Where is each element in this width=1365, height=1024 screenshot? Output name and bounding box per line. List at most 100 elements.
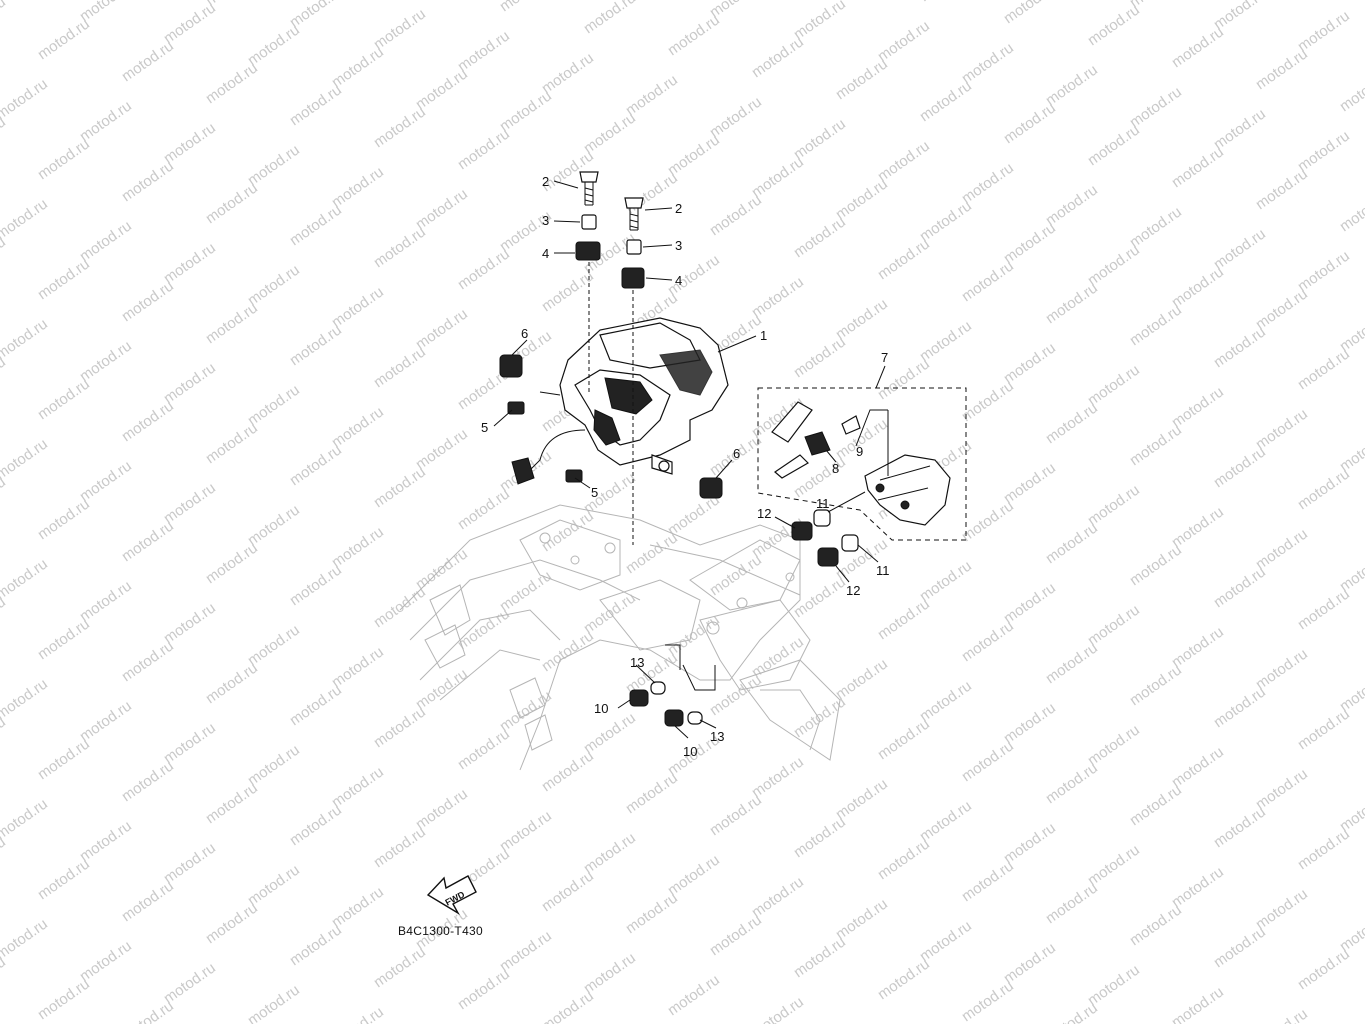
- watermark-text: motod.ru: [371, 463, 429, 511]
- watermark-text: motod.ru: [917, 0, 975, 5]
- watermark-text: motod.ru: [287, 441, 345, 489]
- callout-4a: 4: [542, 246, 549, 261]
- watermark-text: motod.ru: [413, 305, 471, 353]
- watermark-text: motod.ru: [581, 709, 639, 757]
- watermark-text: motod.ru: [749, 33, 807, 81]
- watermark-text: motod.ru: [917, 197, 975, 245]
- watermark-text: motod.ru: [1337, 67, 1365, 115]
- watermark-text: motod.ru: [161, 599, 219, 647]
- watermark-text: motod.ru: [35, 855, 93, 903]
- watermark-text: motod.ru: [119, 277, 177, 325]
- watermark-text: motod.ru: [539, 627, 597, 675]
- watermark-text: motod.ru: [1253, 405, 1311, 453]
- watermark-text: motod.ru: [959, 39, 1017, 87]
- watermark-text: motod.ru: [119, 637, 177, 685]
- watermark-text: motod.ru: [35, 255, 93, 303]
- watermark-text: motod.ru: [161, 239, 219, 287]
- watermark-text: motod.ru: [245, 861, 303, 909]
- watermark-text: motod.ru: [287, 561, 345, 609]
- watermark-text: motod.ru: [875, 595, 933, 643]
- watermark-text: motod.ru: [203, 899, 261, 947]
- watermark-text: motod.ru: [791, 933, 849, 981]
- watermark-text: motod.ru: [1001, 459, 1059, 507]
- watermark-text: motod.ru: [161, 719, 219, 767]
- watermark-text: motod.ru: [1211, 923, 1269, 971]
- watermark-text: motod.ru: [539, 267, 597, 315]
- watermark-text: motod.ru: [1211, 563, 1269, 611]
- watermark-text: motod.ru: [959, 617, 1017, 665]
- watermark-text: motod.ru: [77, 697, 135, 745]
- watermark-text: motod.ru: [0, 915, 51, 963]
- watermark-text: motod.ru: [1127, 901, 1185, 949]
- watermark-text: motod.ru: [0, 315, 51, 363]
- watermark-text: motod.ru: [1169, 23, 1227, 71]
- watermark-text: motod.ru: [1253, 45, 1311, 93]
- watermark-text: motod.ru: [287, 921, 345, 969]
- watermark-text: motod.ru: [665, 491, 723, 539]
- watermark-text: motod.ru: [1337, 187, 1365, 235]
- watermark-text: motod.ru: [77, 937, 135, 985]
- watermark-text: motod.ru: [917, 557, 975, 605]
- watermark-text: motod.ru: [119, 37, 177, 85]
- watermark-text: motod.ru: [77, 217, 135, 265]
- watermark-text: motod.ru: [119, 997, 177, 1024]
- callout-10b: 10: [683, 744, 697, 759]
- watermark-text: motod.ru: [875, 17, 933, 65]
- watermark-text: motod.ru: [497, 807, 555, 855]
- watermark-text: motod.ru: [623, 71, 681, 119]
- watermark-text: motod.ru: [1211, 105, 1269, 153]
- callout-12a: 12: [757, 506, 771, 521]
- watermark-text: motod.ru: [1001, 819, 1059, 867]
- watermark-text: motod.ru: [1001, 0, 1059, 27]
- callout-11b: 11: [876, 563, 890, 578]
- watermark-text: motod.ru: [35, 975, 93, 1023]
- watermark-text: motod.ru: [329, 643, 387, 691]
- turn-signal-assembly: [757, 387, 967, 541]
- watermark-text: motod.ru: [1211, 225, 1269, 273]
- watermark-text: motod.ru: [245, 381, 303, 429]
- watermark-text: motod.ru: [1043, 181, 1101, 229]
- watermark-text: motod.ru: [1043, 639, 1101, 687]
- watermark-text: motod.ru: [665, 11, 723, 59]
- watermark-text: motod.ru: [0, 0, 9, 41]
- watermark-text: motod.ru: [1253, 165, 1311, 213]
- watermark-text: motod.ru: [203, 539, 261, 587]
- watermark-text: motod.ru: [1253, 645, 1311, 693]
- watermark-text: motod.ru: [1085, 841, 1143, 889]
- watermark-text: motod.ru: [1127, 421, 1185, 469]
- watermark-text: motod.ru: [1043, 519, 1101, 567]
- watermark-text: motod.ru: [455, 485, 513, 533]
- watermark-text: motod.ru: [161, 959, 219, 1007]
- watermark-text: motod.ru: [1001, 699, 1059, 747]
- watermark-text: motod.ru: [413, 425, 471, 473]
- watermark-text: motod.ru: [455, 725, 513, 773]
- watermark-text: motod.ru: [329, 43, 387, 91]
- watermark-text: motod.ru: [287, 801, 345, 849]
- watermark-text: motod.ru: [1085, 1, 1143, 49]
- watermark-text: motod.ru: [1001, 219, 1059, 267]
- watermark-text: motod.ru: [245, 501, 303, 549]
- watermark-text: motod.ru: [329, 163, 387, 211]
- watermark-text: motod.ru: [707, 93, 765, 141]
- watermark-text: motod.ru: [329, 1003, 387, 1024]
- watermark-text: motod.ru: [1043, 999, 1101, 1024]
- watermark-text: motod.ru: [833, 895, 891, 943]
- callout-10a: 10: [594, 701, 608, 716]
- watermark-text: motod.ru: [875, 137, 933, 185]
- watermark-text: motod.ru: [1253, 285, 1311, 333]
- watermark-text: motod.ru: [1001, 939, 1059, 987]
- watermark-text: motod.ru: [245, 141, 303, 189]
- watermark-text: motod.ru: [203, 59, 261, 107]
- watermark-text: motod.ru: [119, 877, 177, 925]
- watermark-text: motod.ru: [497, 927, 555, 975]
- watermark-text: motod.ru: [287, 321, 345, 369]
- watermark-text: motod.ru: [791, 213, 849, 261]
- watermark-text: motod.ru: [77, 457, 135, 505]
- watermark-text: motod.ru: [371, 5, 429, 53]
- watermark-text: motod.ru: [665, 851, 723, 899]
- watermark-text: motod.ru: [1169, 863, 1227, 911]
- watermark-text: motod.ru: [959, 159, 1017, 207]
- watermark-text: motod.ru: [497, 567, 555, 615]
